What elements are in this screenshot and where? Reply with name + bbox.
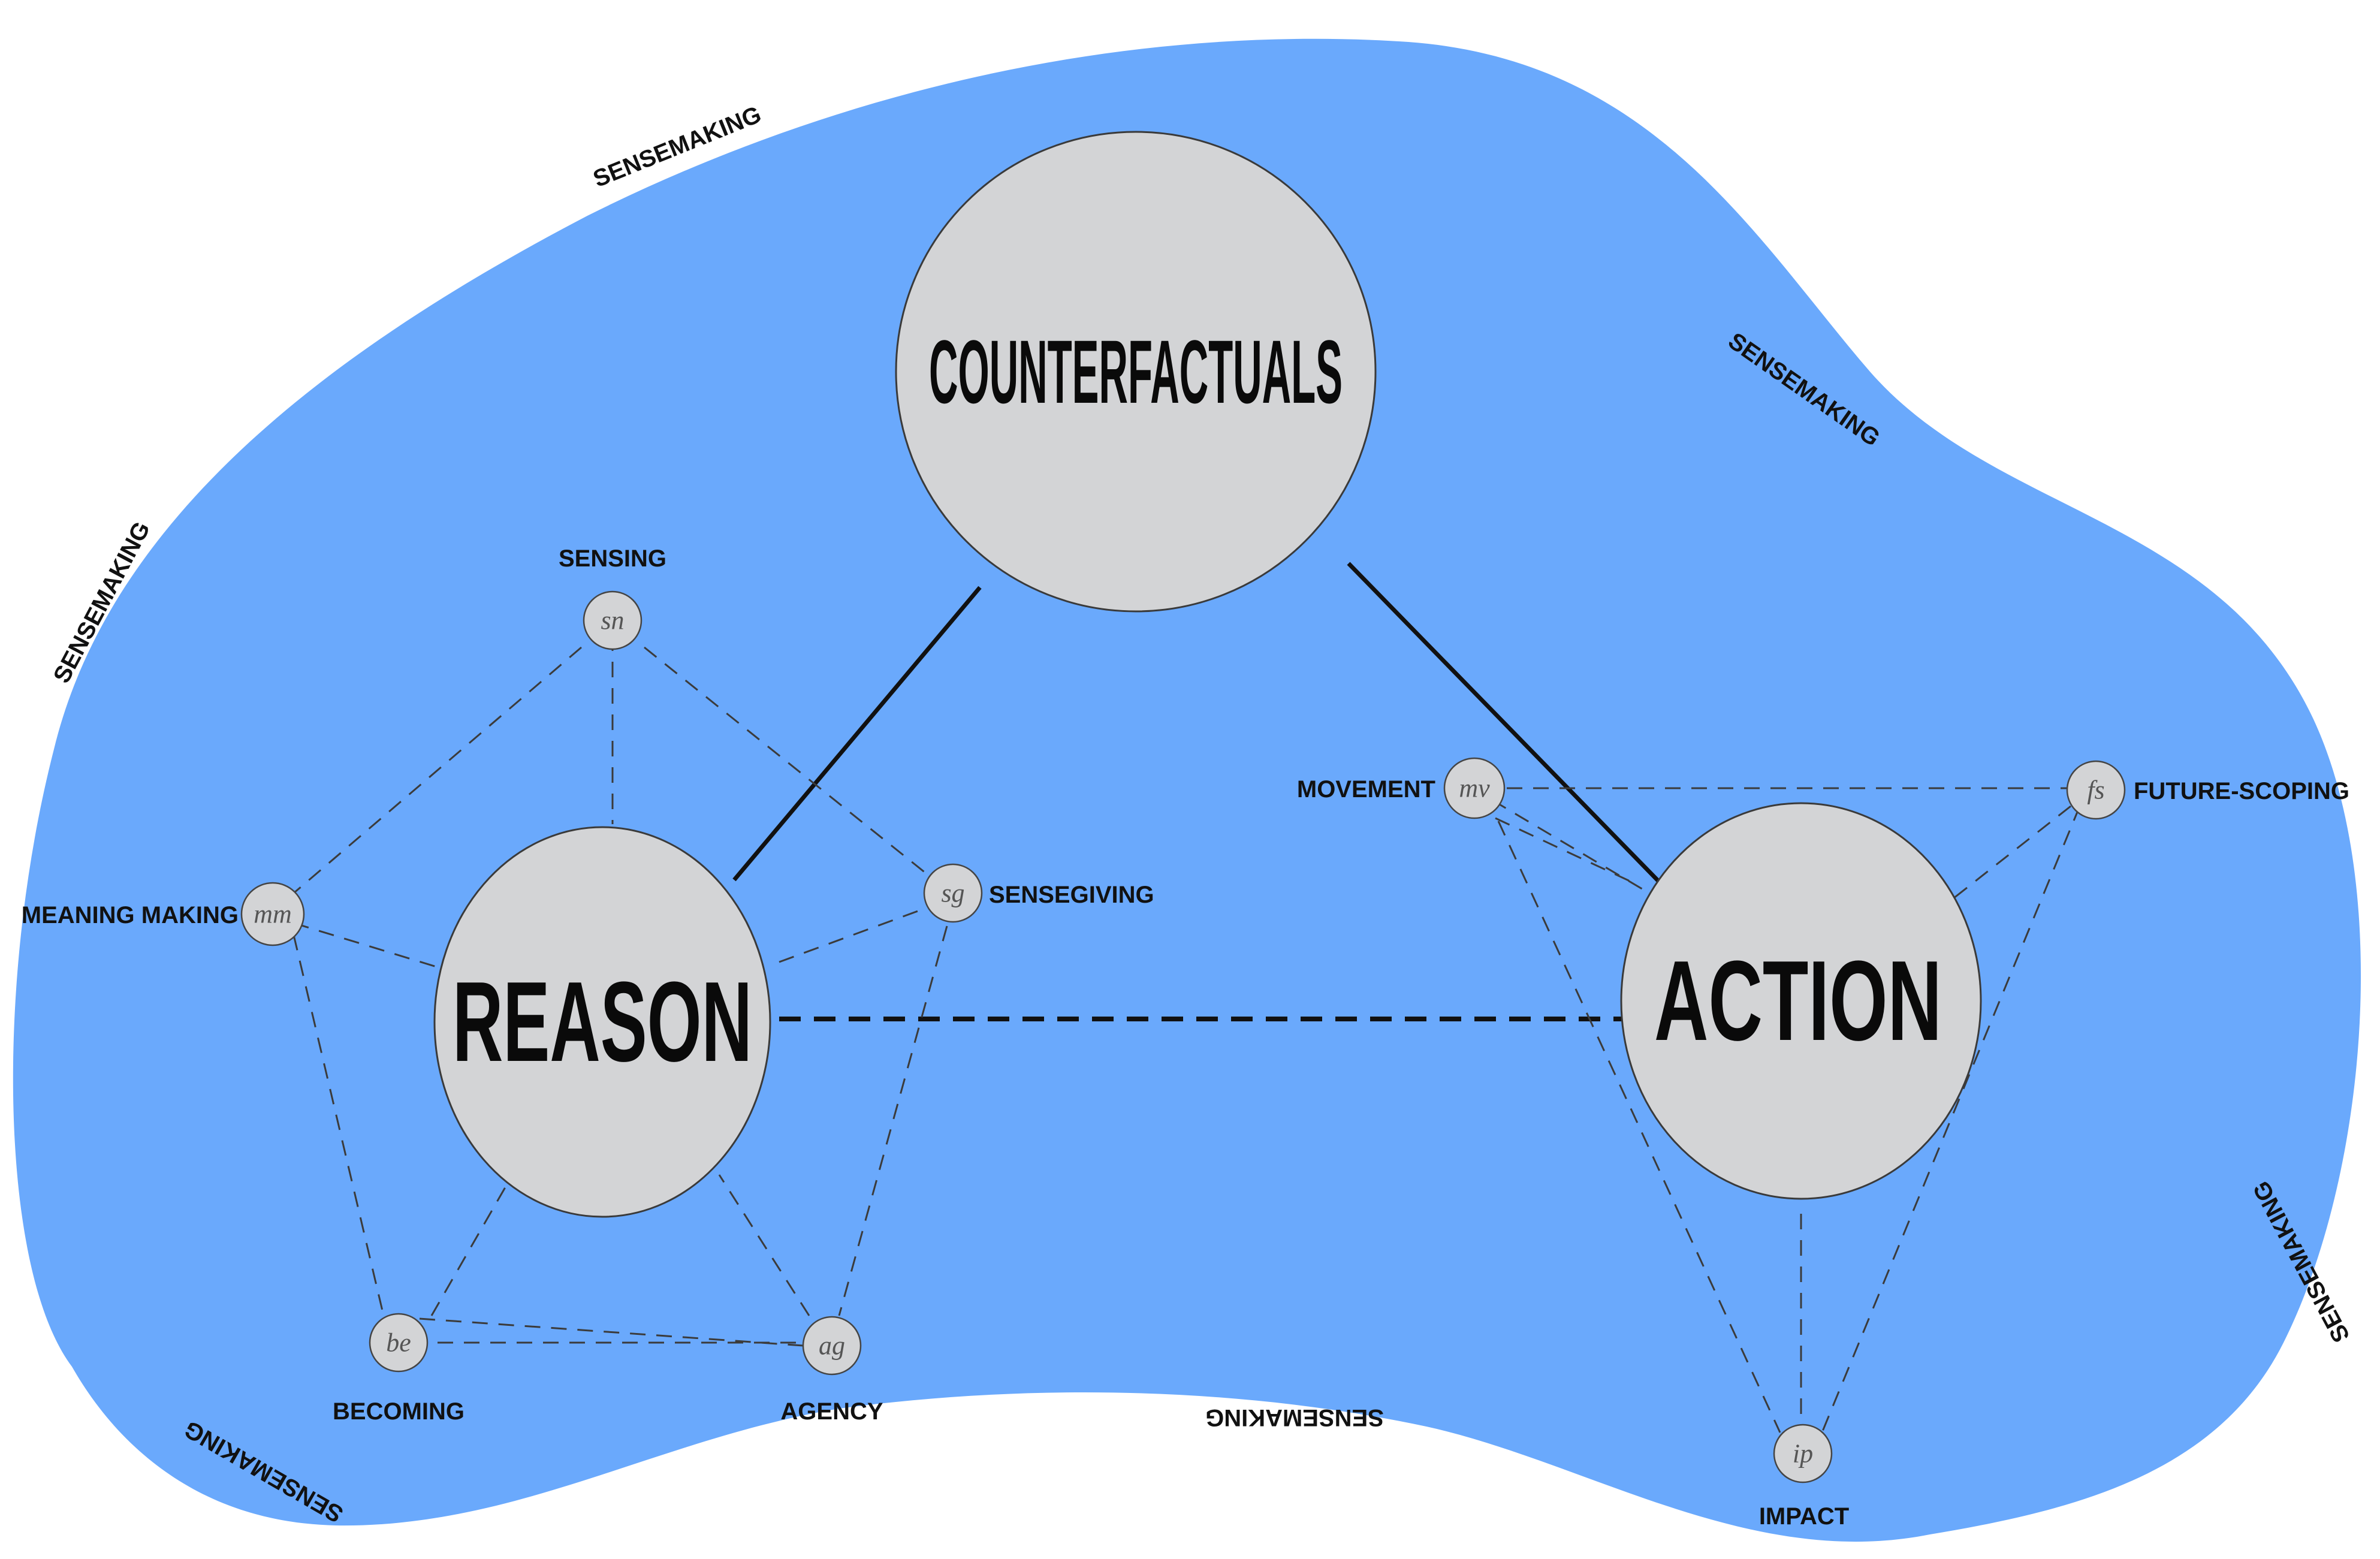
node-counterfactuals: COUNTERFACTUALS [895, 131, 1377, 613]
node-movement: mv MOVEMENT [1297, 757, 1506, 819]
sensegiving-abbr: sg [941, 879, 964, 908]
node-reason: REASON [433, 826, 771, 1218]
sensing-abbr: sn [601, 606, 624, 635]
node-impact: ip IMPACT [1759, 1424, 1849, 1530]
node-meaning-making: mm MEANING MAKING [22, 882, 305, 946]
node-action: ACTION [1620, 802, 1982, 1200]
action-subnetwork-edges [1480, 787, 2081, 1433]
edge-counterfactuals-reason [732, 586, 982, 882]
meaning-making-label: MEANING MAKING [22, 902, 239, 928]
sensegiving-label: SENSEGIVING [989, 882, 1154, 908]
node-sensing: sn SENSING [559, 545, 666, 650]
sensemaking-label-bottom: SENSEMAKING [1205, 1404, 1384, 1431]
edge-counterfactuals-action [1347, 562, 1663, 886]
node-agency: ag AGENCY [780, 1316, 883, 1425]
meaning-making-abbr: mm [254, 900, 292, 929]
reason-subnetwork-edges [292, 635, 948, 1347]
node-becoming: be BECOMING [333, 1313, 464, 1425]
movement-label: MOVEMENT [1297, 776, 1435, 803]
action-label: ACTION [1654, 937, 1942, 1065]
becoming-label: BECOMING [333, 1398, 464, 1425]
sensing-label: SENSING [559, 545, 666, 572]
future-scoping-label: FUTURE-SCOPING [2134, 778, 2349, 804]
movement-abbr: mv [1459, 774, 1490, 803]
agency-label: AGENCY [780, 1398, 883, 1425]
node-sensegiving: sg SENSEGIVING [923, 863, 1154, 923]
node-future-scoping: fs FUTURE-SCOPING [2066, 760, 2349, 820]
future-scoping-abbr: fs [2087, 776, 2104, 805]
becoming-abbr: be [386, 1328, 411, 1358]
counterfactuals-label: COUNTERFACTUALS [929, 321, 1343, 422]
agency-abbr: ag [819, 1331, 845, 1361]
impact-label: IMPACT [1759, 1503, 1849, 1530]
impact-abbr: ip [1793, 1439, 1813, 1468]
reason-label: REASON [453, 958, 752, 1085]
